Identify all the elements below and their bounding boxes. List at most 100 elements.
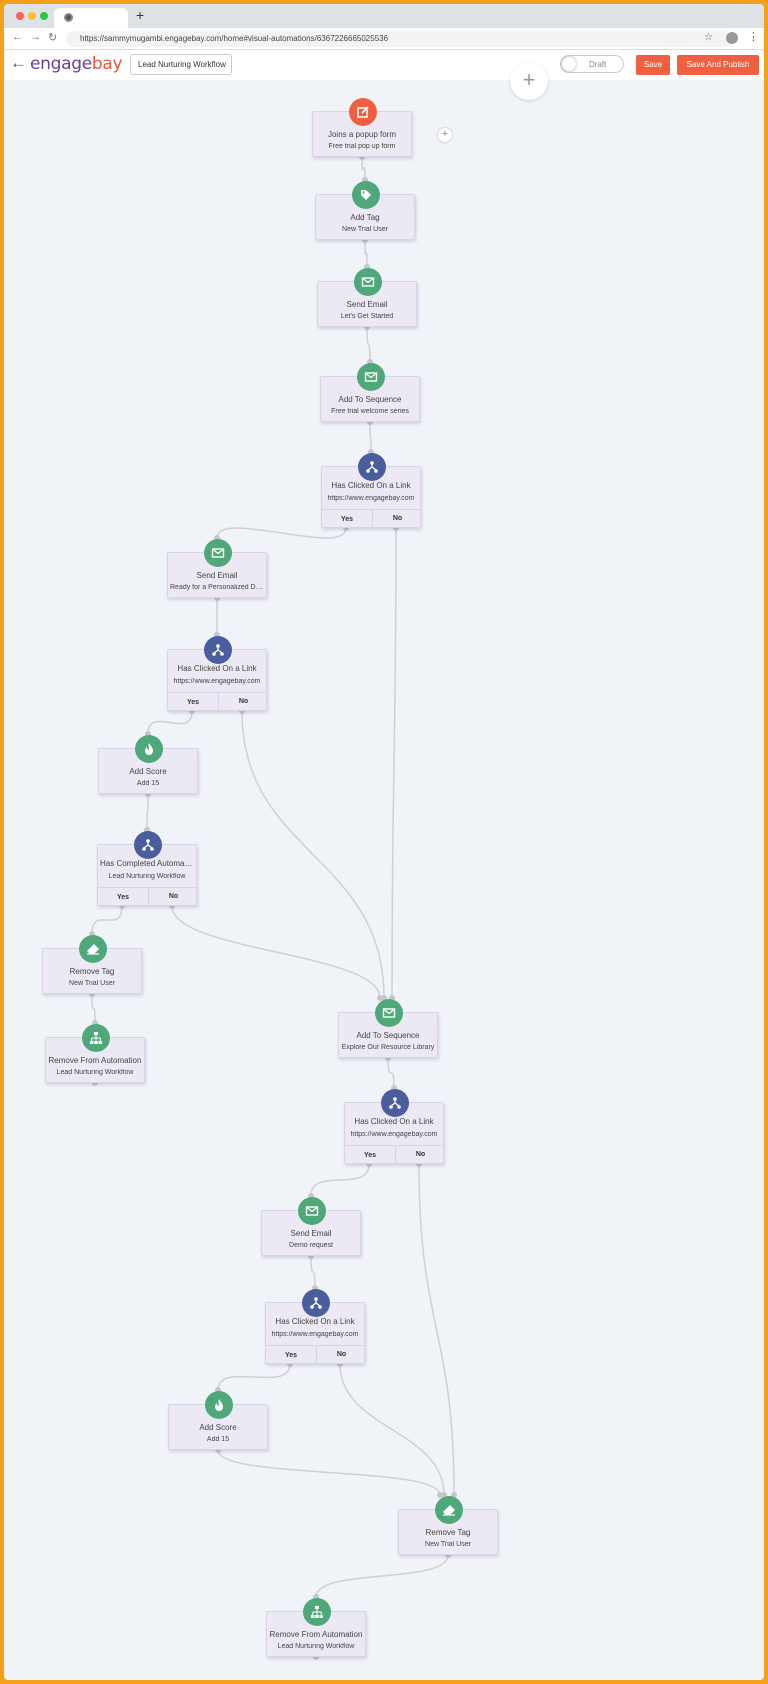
profile-icon[interactable] bbox=[726, 32, 738, 44]
logo-part-bay: bay bbox=[91, 54, 123, 74]
connector-dot[interactable] bbox=[377, 995, 383, 1001]
node-subtitle: Ready for a Personalized Demo bbox=[170, 584, 264, 591]
eraser-icon bbox=[79, 935, 107, 963]
connection-line bbox=[339, 1363, 445, 1496]
node-title: Add To Sequence bbox=[338, 395, 402, 404]
mail-icon bbox=[357, 363, 385, 391]
yes-branch[interactable]: Yes bbox=[340, 516, 354, 523]
star-icon[interactable]: ☆ bbox=[704, 32, 713, 43]
node-title: Send Email bbox=[346, 300, 388, 309]
branch-icon bbox=[381, 1089, 409, 1117]
node-title: Remove From Automation bbox=[48, 1056, 142, 1065]
node-subtitle: New Trial User bbox=[69, 980, 115, 987]
no-branch[interactable]: No bbox=[148, 888, 198, 906]
workflow-node-has-clicked-on-a-link[interactable]: Has Clicked On a Link https://www.engageb… bbox=[344, 1089, 445, 1164]
node-title: Has Clicked On a Link bbox=[275, 1317, 355, 1326]
node-title: Remove From Automation bbox=[269, 1630, 363, 1639]
node-subtitle: New Trial User bbox=[342, 226, 388, 233]
branch-icon bbox=[204, 636, 232, 664]
mail-icon bbox=[354, 268, 382, 296]
back-arrow-icon[interactable]: ← bbox=[10, 53, 27, 72]
forward-icon[interactable]: → bbox=[30, 31, 41, 43]
node-title: Add Score bbox=[199, 1423, 237, 1432]
node-subtitle: Lead Nurturing Workflow bbox=[277, 1643, 355, 1650]
workflow-node-has-clicked-on-a-link[interactable]: Has Clicked On a Link https://www.engageb… bbox=[265, 1289, 366, 1364]
connection-line bbox=[366, 326, 371, 363]
branch-outputs: Yes No bbox=[345, 1145, 445, 1164]
save-and-publish-button[interactable]: Save And Publish bbox=[677, 55, 759, 75]
node-subtitle: https://www.engagebay.com bbox=[271, 1331, 359, 1338]
draft-label: Draft bbox=[589, 60, 607, 69]
no-branch[interactable]: No bbox=[218, 693, 268, 711]
node-subtitle: Free trial pop up form bbox=[328, 143, 396, 150]
node-title: Send Email bbox=[290, 1229, 332, 1238]
back-icon[interactable]: ← bbox=[12, 31, 23, 43]
node-title: Add Tag bbox=[350, 213, 380, 222]
yes-branch[interactable]: Yes bbox=[116, 894, 130, 901]
fire-icon bbox=[205, 1391, 233, 1419]
node-subtitle: Add 15 bbox=[136, 780, 160, 787]
maximize-window-button[interactable] bbox=[40, 12, 48, 20]
no-branch[interactable]: No bbox=[395, 1146, 445, 1164]
logo-part-engage: engage bbox=[30, 54, 92, 74]
minimize-window-button[interactable] bbox=[28, 12, 36, 20]
connection-line bbox=[217, 1449, 441, 1496]
node-subtitle: Add 15 bbox=[206, 1436, 230, 1443]
no-branch[interactable]: No bbox=[372, 510, 422, 528]
node-title: Has Clicked On a Link bbox=[354, 1117, 434, 1126]
add-trigger-button[interactable]: + bbox=[438, 128, 452, 142]
branch-outputs: Yes No bbox=[98, 887, 198, 906]
workflow-node-has-clicked-on-a-link[interactable]: Has Clicked On a Link https://www.engageb… bbox=[321, 453, 422, 528]
connection-line bbox=[171, 905, 381, 999]
address-bar[interactable]: https://sammymugambi.engagebay.com/home#… bbox=[66, 31, 732, 47]
tab-bar: + bbox=[4, 4, 764, 28]
node-subtitle: Demo request bbox=[289, 1242, 333, 1249]
node-subtitle: Explore Our Resource Library bbox=[341, 1044, 435, 1051]
connection-line bbox=[310, 1163, 370, 1197]
yes-branch[interactable]: Yes bbox=[363, 1152, 377, 1159]
yes-branch[interactable]: Yes bbox=[284, 1352, 298, 1359]
more-menu-icon[interactable]: ⋮ bbox=[748, 31, 759, 43]
fire-icon bbox=[135, 735, 163, 763]
connector-dot[interactable] bbox=[437, 1492, 443, 1498]
add-node-button[interactable]: + bbox=[510, 62, 548, 100]
browser-tab[interactable] bbox=[54, 8, 128, 28]
draft-toggle[interactable]: Draft bbox=[560, 55, 624, 73]
node-subtitle: Let's Get Started bbox=[340, 313, 394, 320]
close-window-button[interactable] bbox=[16, 12, 24, 20]
node-subtitle: https://www.engagebay.com bbox=[327, 495, 415, 502]
yes-branch[interactable]: Yes bbox=[186, 699, 200, 706]
new-tab-button[interactable]: + bbox=[136, 7, 145, 23]
workflow-name-input[interactable]: Lead Nurturing Workflow bbox=[130, 54, 232, 75]
reload-icon[interactable]: ↻ bbox=[48, 32, 58, 44]
save-button[interactable]: Save bbox=[636, 55, 670, 75]
node-title: Add To Sequence bbox=[356, 1031, 420, 1040]
sitemap-icon bbox=[303, 1598, 331, 1626]
no-branch[interactable]: No bbox=[316, 1346, 366, 1364]
connection-line bbox=[361, 156, 366, 181]
node-subtitle: https://www.engagebay.com bbox=[350, 1131, 438, 1138]
connection-line bbox=[241, 710, 385, 999]
branch-outputs: Yes No bbox=[322, 509, 422, 528]
node-subtitle: New Trial User bbox=[425, 1541, 471, 1548]
node-title: Add Score bbox=[129, 767, 167, 776]
mail-icon bbox=[375, 999, 403, 1027]
node-title: Has Clicked On a Link bbox=[331, 481, 411, 490]
connection-line bbox=[146, 793, 149, 831]
address-row: ← → ↻ https://sammymugambi.engagebay.com… bbox=[4, 28, 764, 50]
